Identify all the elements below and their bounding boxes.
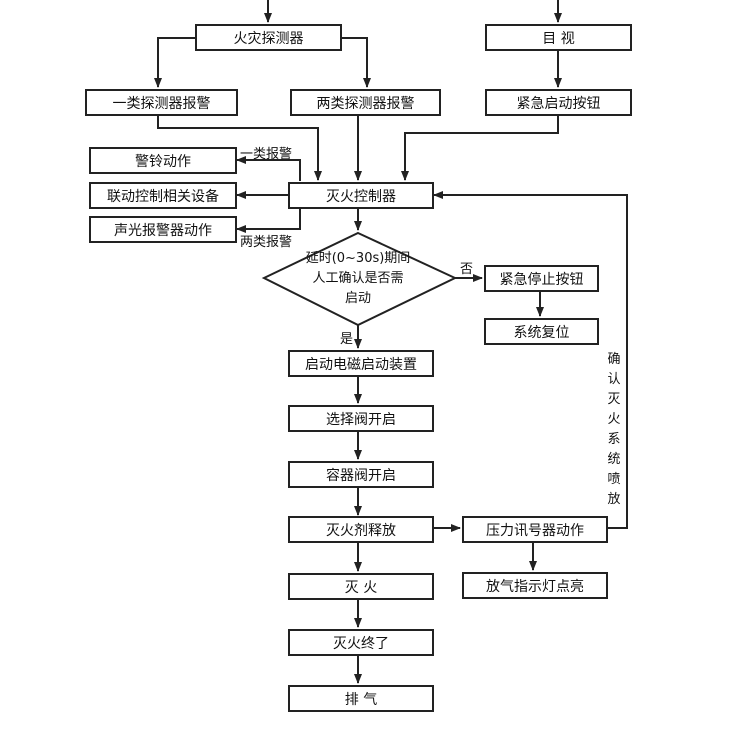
- connector-start-to-controller: [401, 114, 559, 181]
- exhaust-box: 排 气: [288, 685, 434, 712]
- class1-alarm-label: 一类报警: [240, 147, 293, 162]
- discharge-light-box: 放气指示灯点亮: [462, 572, 608, 599]
- selector-valve-box: 选择阀开启: [288, 405, 434, 432]
- agent-release-box: 灭火剂释放: [288, 516, 434, 543]
- yes-label: 是: [340, 332, 354, 347]
- solenoid-start-box: 启动电磁启动装置: [288, 350, 434, 377]
- connector-detector-split: [154, 37, 195, 88]
- decision-line-1: 延时(0~30s)期间: [305, 251, 411, 266]
- connector-controller-to-bell: [236, 156, 301, 181]
- class2-alarm-label: 两类报警: [240, 235, 293, 250]
- class1-alarm-box: 一类探测器报警: [85, 89, 238, 116]
- pressure-switch-box: 压力讯号器动作: [462, 516, 608, 543]
- extinguish-box: 灭 火: [288, 573, 434, 600]
- class2-alarm-box: 两类探测器报警: [290, 89, 441, 116]
- emergency-stop-box: 紧急停止按钮: [484, 265, 599, 292]
- extinguish-end-box: 灭火终了: [288, 629, 434, 656]
- decision-text: 延时(0~30s)期间 人工确认是否需 启动: [292, 249, 424, 309]
- sound-light-alarm-box: 声光报警器动作: [89, 216, 237, 243]
- emergency-start-box: 紧急启动按钮: [485, 89, 632, 116]
- connector-class1-to-controller: [157, 114, 322, 181]
- decision-diamond: [261, 231, 458, 327]
- controller-box: 灭火控制器: [288, 182, 434, 209]
- system-reset-box: 系统复位: [484, 318, 599, 345]
- connector-detector-split-right: [342, 37, 371, 88]
- container-valve-box: 容器阀开启: [288, 461, 434, 488]
- linkage-control-box: 联动控制相关设备: [89, 182, 237, 209]
- decision-line-2: 人工确认是否需: [312, 271, 404, 286]
- confirm-spray-label: 确认灭火系统喷放: [607, 352, 621, 507]
- visual-box: 目 视: [485, 24, 632, 51]
- connector-controller-to-soundlight: [236, 209, 301, 233]
- fire-detector-box: 火灾探测器: [195, 24, 342, 51]
- bell-action-box: 警铃动作: [89, 147, 237, 174]
- decision-line-3: 启动: [344, 291, 371, 306]
- no-label: 否: [460, 262, 474, 277]
- connector-feedback-loop: [433, 191, 628, 529]
